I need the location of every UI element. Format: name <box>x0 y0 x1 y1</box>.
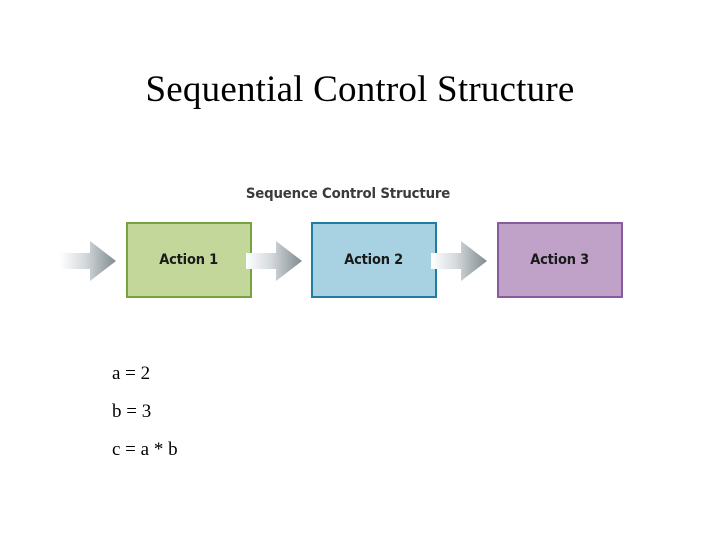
code-line: c = a * b <box>112 439 178 460</box>
action-node-1[interactable]: Action 1 <box>126 222 252 298</box>
code-line: b = 3 <box>112 401 152 422</box>
action-node-3-label: Action 3 <box>530 252 590 268</box>
action-node-1-label: Action 1 <box>159 252 219 268</box>
page-title: Sequential Control Structure <box>145 69 575 110</box>
code-line: a = 2 <box>112 363 151 384</box>
diagram-caption: Sequence Control Structure <box>245 186 451 202</box>
action-node-3[interactable]: Action 3 <box>497 222 623 298</box>
right-arrow-icon <box>60 240 116 282</box>
right-arrow-icon <box>246 240 302 282</box>
action-node-2-label: Action 2 <box>344 252 404 268</box>
action-node-2[interactable]: Action 2 <box>311 222 437 298</box>
code-block: a = 2 b = 3 c = a * b <box>112 355 532 469</box>
diagram-flow-row: Action 1 Action 2 <box>48 218 648 306</box>
right-arrow-icon <box>431 240 487 282</box>
sequence-control-diagram: Sequence Control Structure Action <box>48 178 648 313</box>
